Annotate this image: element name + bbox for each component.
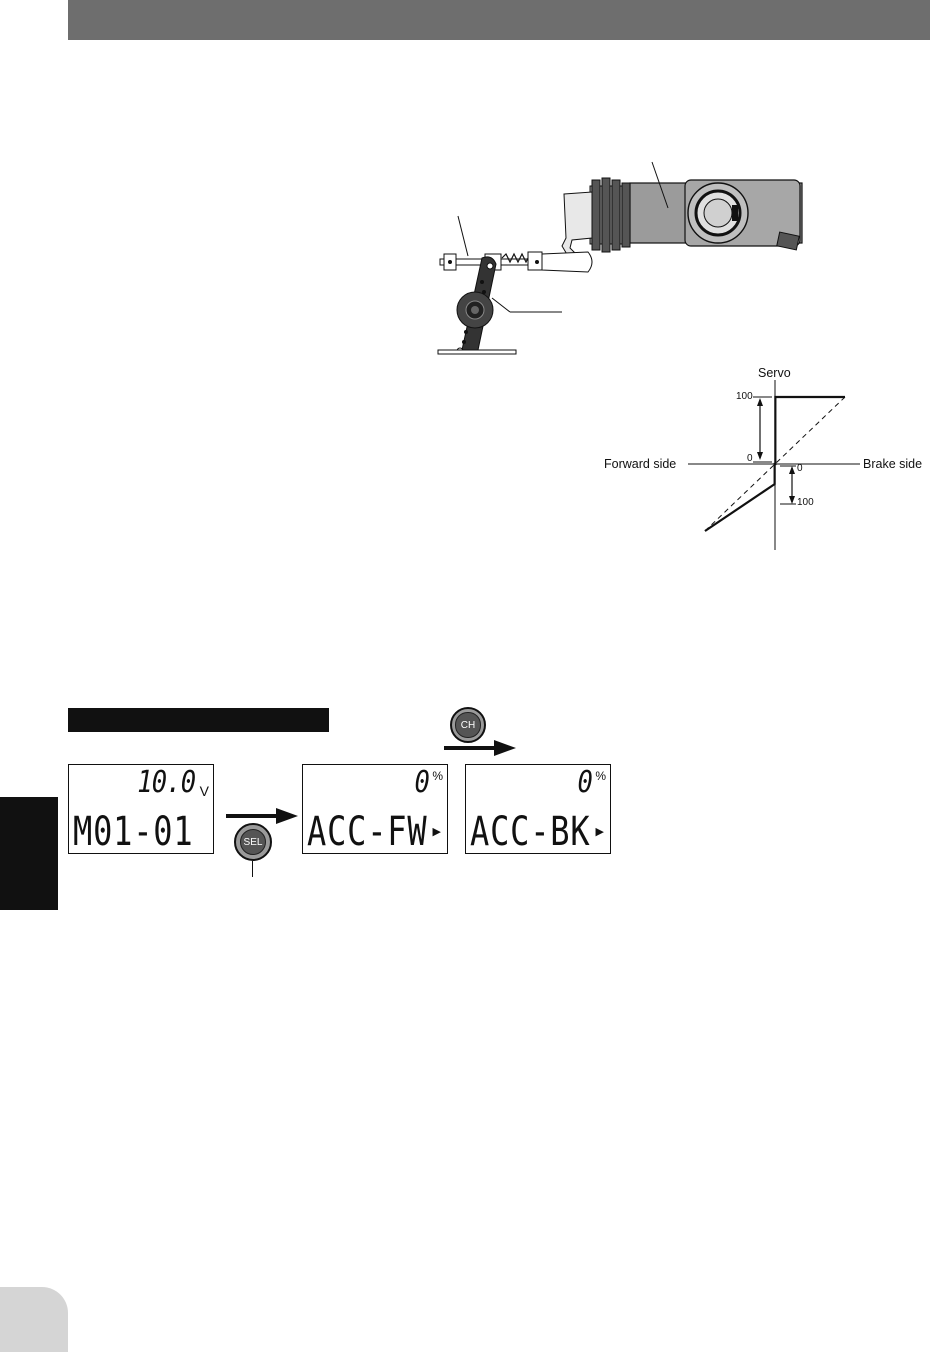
- side-section-tab: [0, 797, 58, 910]
- throttle-linkage-illustration: [437, 161, 803, 355]
- lcd-voltage-value: 10.0: [136, 765, 196, 800]
- lcd-screen-home: 10.0 V M01-01: [68, 764, 214, 854]
- sel-button-label: SEL: [239, 828, 267, 856]
- sel-button[interactable]: SEL: [234, 823, 272, 861]
- chart-series: [704, 395, 846, 532]
- forward-side-label: Forward side: [604, 457, 677, 471]
- tick-label-forward-top: 100: [736, 391, 753, 402]
- servo-response-line: [704, 395, 845, 532]
- tick-label-brake-bottom: 100: [797, 497, 814, 508]
- lcd-percent-unit: %: [432, 769, 443, 783]
- lcd-model-text: M01-01: [73, 809, 194, 855]
- lcd-percent-value: 0: [414, 765, 429, 800]
- ch-button-label: CH: [455, 712, 481, 738]
- tick-label-brake-zero: 0: [797, 463, 803, 474]
- tick-label-forward-zero: 0: [747, 453, 753, 464]
- lcd-voltage-unit: V: [199, 783, 209, 799]
- range-arrow-top-head-down: [757, 452, 763, 460]
- header-bar: [68, 0, 930, 40]
- lcd-arrow-icon: ▶: [595, 826, 604, 838]
- lcd-function-text: ACC-FW: [307, 809, 428, 855]
- servo-curve-chart: [688, 380, 860, 550]
- section-heading-bar: [68, 708, 329, 732]
- sel-arrow: [226, 808, 298, 824]
- sel-leader-line: [252, 861, 253, 877]
- lcd-function-text: ACC-BK: [470, 809, 591, 855]
- range-arrow-top-head-up: [757, 398, 763, 406]
- lcd-percent-value: 0: [577, 765, 592, 800]
- page-number-tab: [0, 1287, 68, 1352]
- lcd-screen-acc-brake: 0 % ACC-BK ▶: [465, 764, 611, 854]
- range-arrow-bottom-head-down: [789, 496, 795, 504]
- brake-side-label: Brake side: [863, 457, 923, 471]
- lcd-arrow-icon: ▶: [432, 826, 441, 838]
- lcd-screen-acc-forward: 0 % ACC-FW ▶: [302, 764, 448, 854]
- servo-axis-label: Servo: [758, 366, 791, 380]
- range-arrow-bottom-head-up: [789, 466, 795, 474]
- ch-button[interactable]: CH: [450, 707, 486, 743]
- ch-arrow: [444, 740, 516, 756]
- lcd-percent-unit: %: [595, 769, 606, 783]
